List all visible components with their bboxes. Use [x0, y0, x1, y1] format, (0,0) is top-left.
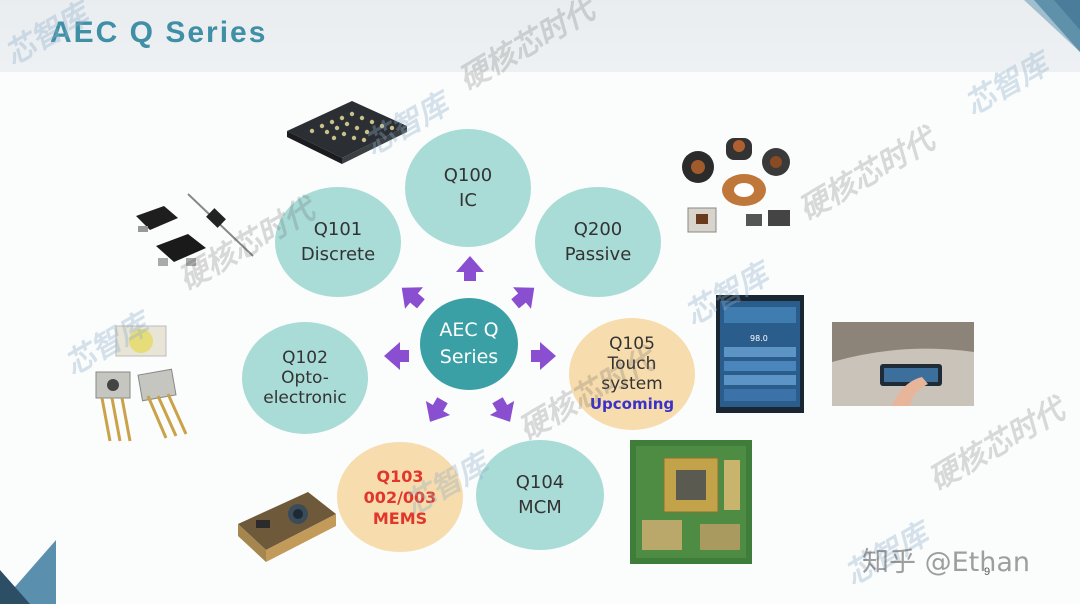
arrow-upleft-icon: [392, 276, 430, 315]
arrow-right-icon: [531, 342, 556, 370]
q103-sub: 002/003: [363, 487, 437, 507]
q100-ic-node: Q100 IC: [405, 129, 531, 247]
q103-code: Q103: [376, 466, 424, 486]
car-console-image: [832, 322, 974, 406]
bga-chip-image: [287, 101, 407, 164]
corner-decoration-icon: [0, 540, 56, 604]
led-image: [95, 325, 188, 442]
q104-label: MCM: [518, 497, 562, 518]
inductor-image: [682, 138, 790, 233]
watermark-text: 硬核芯时代: [793, 122, 941, 228]
page-number: 9: [984, 566, 991, 578]
center-line2: Series: [439, 346, 499, 368]
credit-text: 知乎 @Ethan: [862, 547, 1030, 578]
diode-image: [136, 193, 254, 266]
q101-discrete-node: Q101 Discrete: [275, 187, 401, 297]
q105-touch-system-node: Q105 Touch system Upcoming: [569, 318, 695, 430]
q102-optoelectronic-node: Q102 Opto- electronic: [242, 322, 368, 434]
aec-q-series-center-node: AEC Q Series: [420, 298, 518, 390]
q100-label: IC: [459, 190, 477, 211]
touchscreen-image: 98.0: [716, 295, 804, 413]
arrow-up-icon: [456, 256, 484, 281]
q104-mcm-node: Q104 MCM: [476, 440, 604, 550]
q101-code: Q101: [313, 219, 363, 240]
mems-sensor-image: [238, 492, 336, 562]
q102-label-line1: Opto-: [281, 368, 329, 388]
q105-label-line2: system: [601, 374, 663, 394]
arrow-downleft-icon: [417, 393, 455, 429]
center-line1: AEC Q: [439, 319, 499, 341]
q103-mems-node: Q103 002/003 MEMS: [337, 442, 463, 552]
q104-code: Q104: [515, 472, 565, 493]
arrow-left-icon: [384, 342, 409, 370]
q101-label: Discrete: [300, 244, 376, 265]
q200-label: Passive: [564, 244, 632, 265]
svg-text:98.0: 98.0: [750, 334, 768, 343]
corner-decoration-icon: [1024, 0, 1080, 52]
arrow-upright-icon: [506, 276, 544, 315]
q103-label: MEMS: [372, 508, 428, 528]
q100-code: Q100: [443, 165, 493, 186]
q102-code: Q102: [282, 348, 328, 368]
header-band: [0, 0, 1080, 72]
slide-title: AEC Q Series: [50, 16, 268, 49]
q105-label-line1: Touch: [607, 354, 657, 374]
mcm-board-image: [630, 440, 752, 564]
q200-passive-node: Q200 Passive: [535, 187, 661, 297]
q102-label-line2: electronic: [263, 388, 347, 408]
q200-code: Q200: [573, 219, 623, 240]
q105-code: Q105: [609, 334, 655, 354]
q105-upcoming-badge: Upcoming: [589, 395, 675, 413]
